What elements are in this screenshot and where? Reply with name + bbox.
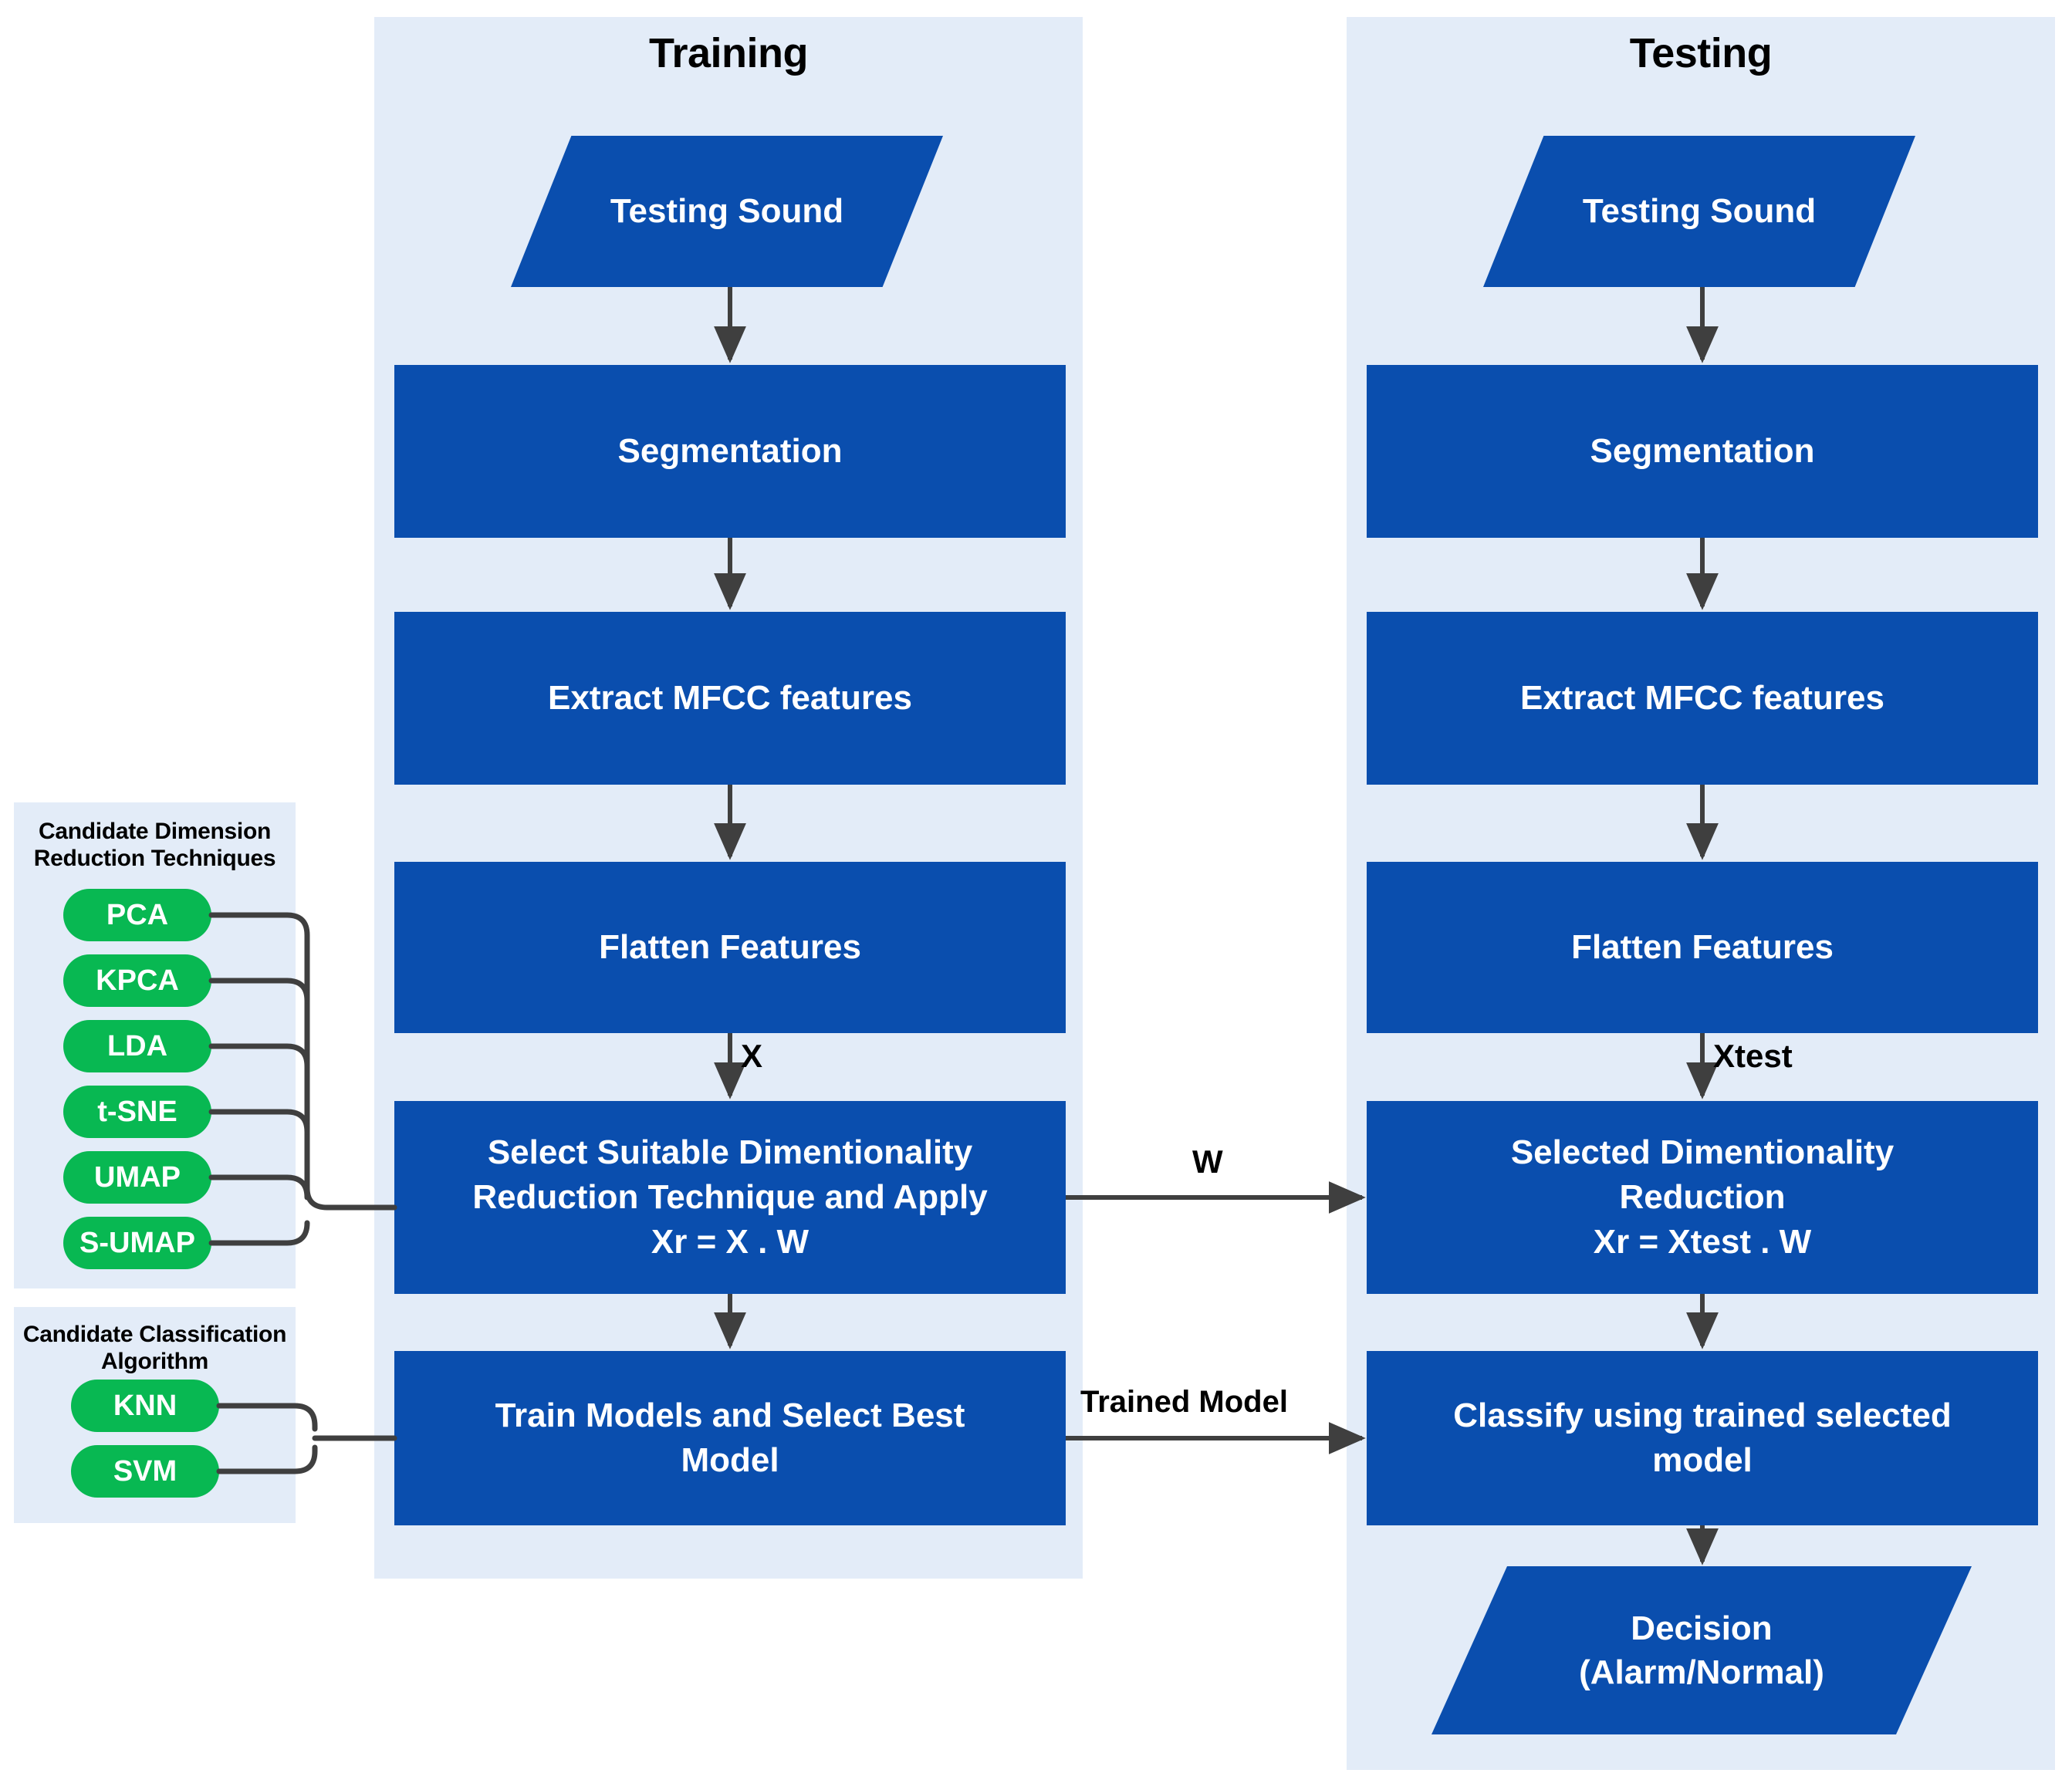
edge-label-xtest: Xtest	[1713, 1038, 1793, 1074]
testing-input-node[interactable]: Testing Sound	[1483, 136, 1915, 287]
candidate-clf-title-line-2: Algorithm	[101, 1349, 208, 1375]
testing-panel-title: Testing	[1629, 30, 1773, 76]
testing-segmentation-node[interactable]: Segmentation	[1367, 365, 2038, 538]
edge-label-x: X	[741, 1038, 763, 1074]
dr-pill-tsne[interactable]: t-SNE	[63, 1086, 211, 1138]
candidate-dr-title-line-1: Candidate Dimension	[38, 819, 271, 844]
testing-decision-node[interactable]: Decision (Alarm/Normal)	[1431, 1566, 1972, 1734]
candidate-dr-title-line-2: Reduction Techniques	[33, 846, 276, 872]
candidate-dr-group-title: Candidate Dimension Reduction Techniques	[14, 818, 296, 873]
training-mfcc-node[interactable]: Extract MFCC features	[394, 612, 1066, 785]
testing-classify-node[interactable]: Classify using trained selected model	[1367, 1351, 2038, 1525]
decision-line-2: (Alarm/Normal)	[1579, 1653, 1824, 1691]
train-line-1: Train Models and Select Best	[495, 1396, 965, 1434]
dr-pill-kpca[interactable]: KPCA	[63, 954, 211, 1007]
training-panel-title: Training	[648, 30, 809, 76]
testing-dimensionality-reduction-node[interactable]: Selected Dimentionality Reduction Xr = X…	[1367, 1101, 2038, 1294]
classify-line-2: model	[1652, 1441, 1753, 1479]
dr-pill-umap[interactable]: UMAP	[63, 1151, 211, 1204]
training-input-node[interactable]: Testing Sound	[511, 136, 943, 287]
testing-dr-line-3: Xr = Xtest . W	[1593, 1223, 1812, 1261]
training-train-models-node[interactable]: Train Models and Select Best Model	[394, 1351, 1066, 1525]
classify-line-1: Classify using trained selected	[1453, 1396, 1952, 1434]
edge-label-trained-model: Trained Model	[1080, 1385, 1288, 1419]
train-line-2: Model	[681, 1441, 779, 1479]
candidate-classifier-group-title: Candidate Classification Algorithm	[8, 1321, 302, 1376]
training-flatten-node[interactable]: Flatten Features	[394, 862, 1066, 1033]
edge-label-w: W	[1192, 1143, 1223, 1180]
clf-pill-svm[interactable]: SVM	[71, 1445, 219, 1498]
training-segmentation-node[interactable]: Segmentation	[394, 365, 1066, 538]
testing-dr-line-2: Reduction	[1619, 1177, 1786, 1216]
testing-mfcc-node[interactable]: Extract MFCC features	[1367, 612, 2038, 785]
dr-line-2: Reduction Technique and Apply	[472, 1177, 988, 1216]
dr-pill-lda[interactable]: LDA	[63, 1020, 211, 1072]
candidate-clf-title-line-1: Candidate Classification	[22, 1322, 287, 1347]
dr-line-3: Xr = X . W	[651, 1223, 810, 1261]
dr-line-1: Select Suitable Dimentionality	[487, 1133, 973, 1171]
dr-pill-pca[interactable]: PCA	[63, 889, 211, 941]
clf-pill-knn[interactable]: KNN	[71, 1380, 219, 1432]
dr-pill-sumap[interactable]: S-UMAP	[63, 1217, 211, 1269]
testing-dr-line-1: Selected Dimentionality	[1510, 1133, 1895, 1171]
decision-line-1: Decision	[1631, 1609, 1773, 1647]
testing-flatten-node[interactable]: Flatten Features	[1367, 862, 2038, 1033]
training-dimensionality-reduction-node[interactable]: Select Suitable Dimentionality Reduction…	[394, 1101, 1066, 1294]
